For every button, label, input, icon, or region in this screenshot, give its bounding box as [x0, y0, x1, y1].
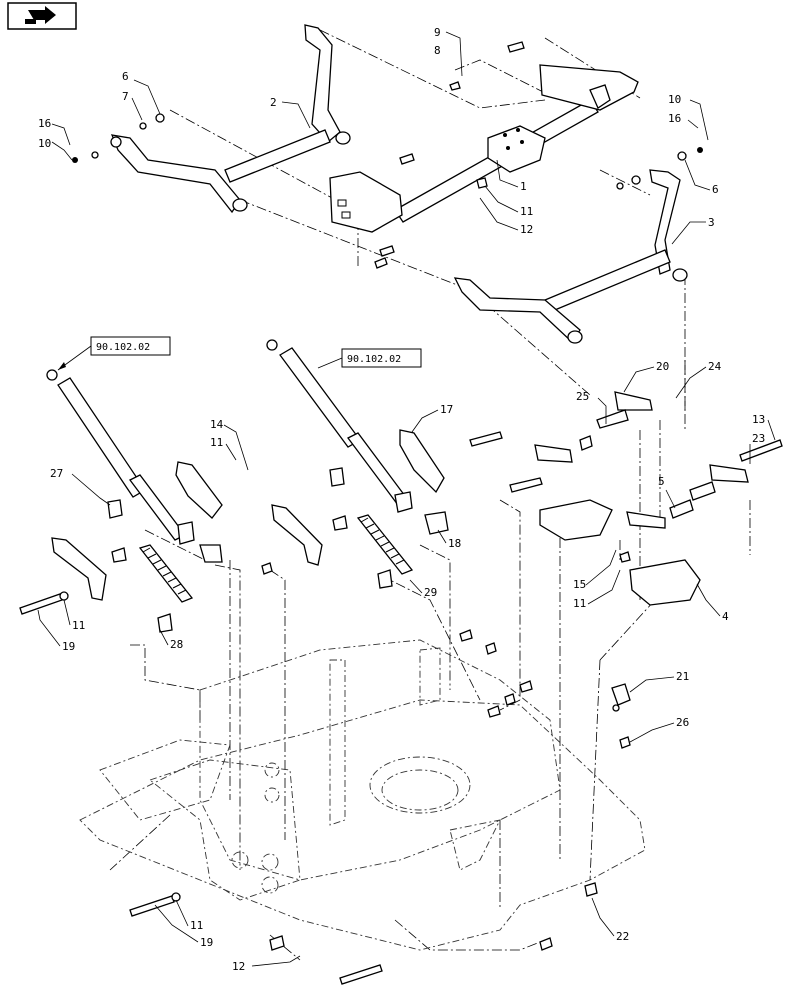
callout-7: 7 — [122, 90, 129, 103]
callout-26: 26 — [676, 716, 689, 729]
callout-2: 2 — [270, 96, 277, 109]
callout-19-bottom: 19 — [200, 936, 213, 949]
callout-13: 13 — [752, 413, 765, 426]
callout-9: 9 — [434, 26, 441, 39]
callout-6-left: 6 — [122, 70, 129, 83]
callout-11-right: 11 — [573, 597, 586, 610]
lift-bar-main — [329, 64, 639, 233]
spring-right — [356, 514, 414, 575]
callout-22: 22 — [616, 930, 629, 943]
reference-label: 90.102.02 — [347, 354, 401, 365]
callout-21: 21 — [676, 670, 689, 683]
callout-12-bottom: 12 — [232, 960, 245, 973]
link-plates-left — [51, 461, 223, 633]
bumper-part — [584, 683, 631, 897]
reference-box-left[interactable]: 90.102.02 — [57, 336, 171, 371]
link-plates-center — [271, 429, 449, 589]
callout-11-top: 11 — [520, 205, 533, 218]
callout-18: 18 — [448, 537, 461, 550]
reference-label: 90.102.02 — [96, 342, 150, 353]
callout-10-left: 10 — [38, 137, 51, 150]
callout-19-left: 19 — [62, 640, 75, 653]
next-page-arrow-icon — [25, 6, 56, 24]
callout-5: 5 — [658, 475, 665, 488]
link-plates-right — [469, 391, 783, 606]
actuator-left — [46, 369, 186, 541]
callout-8: 8 — [434, 44, 441, 57]
callout-28: 28 — [170, 638, 183, 651]
assembly-lines — [109, 29, 751, 961]
spring-left — [138, 544, 194, 603]
callout-29: 29 — [424, 586, 437, 599]
bottom-hardware — [19, 562, 553, 985]
callout-24: 24 — [708, 360, 722, 373]
callout-23: 23 — [752, 432, 765, 445]
reference-box-right[interactable]: 90.102.02 — [317, 348, 422, 369]
next-page-button[interactable] — [7, 2, 77, 30]
callout-3: 3 — [708, 216, 715, 229]
callout-25: 25 — [576, 390, 589, 403]
lift-arm-right — [453, 169, 688, 344]
callout-15: 15 — [573, 578, 586, 591]
callout-4: 4 — [722, 610, 729, 623]
lift-arm-left — [110, 24, 351, 214]
callout-16-left: 16 — [38, 117, 51, 130]
actuator-right — [266, 339, 409, 506]
callout-11-mid: 11 — [210, 436, 223, 449]
callout-27: 27 — [50, 467, 63, 480]
callout-16-right: 16 — [668, 112, 681, 125]
callouts: 1 2 3 4 5 6 6 7 8 9 10 16 10 — [37, 26, 776, 973]
callout-11-bottom: 11 — [190, 919, 203, 932]
callout-1: 1 — [520, 180, 527, 193]
callout-17: 17 — [440, 403, 453, 416]
callout-10-right: 10 — [668, 93, 681, 106]
mower-deck-frame — [79, 639, 646, 951]
callout-14: 14 — [210, 418, 224, 431]
callout-20: 20 — [656, 360, 669, 373]
callout-6-right: 6 — [712, 183, 719, 196]
callout-12-top: 12 — [520, 223, 533, 236]
callout-11-left: 11 — [72, 619, 85, 632]
